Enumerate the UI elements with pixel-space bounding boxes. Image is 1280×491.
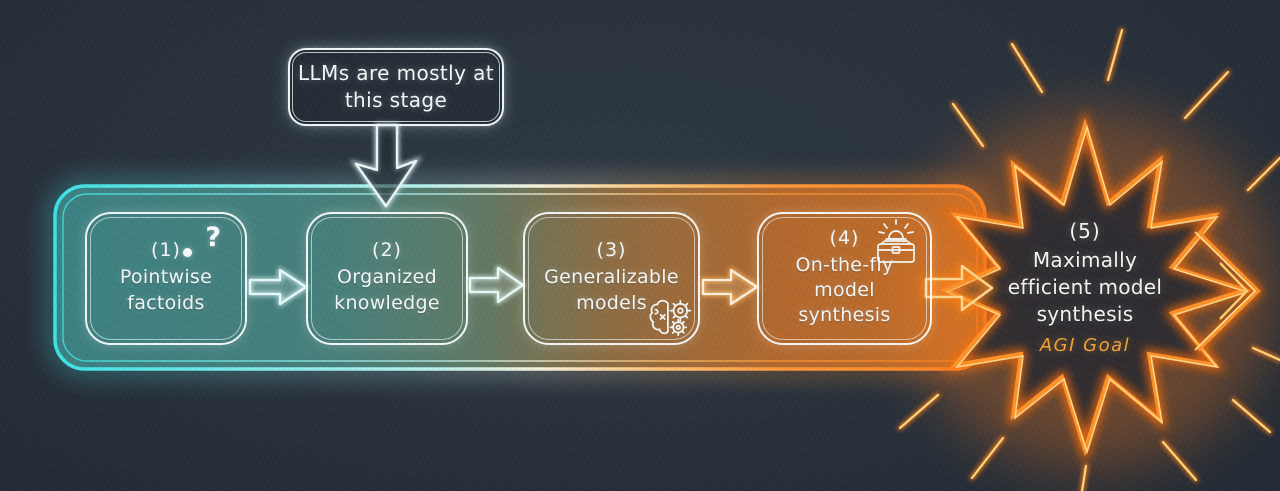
arrow-stage3-stage4: [700, 267, 760, 307]
stage-3-label: Generalizable models: [544, 266, 679, 314]
stage-box-4: (4) On-the-fly model synthesis: [757, 212, 932, 345]
callout-text: LLMs are mostly at this stage: [297, 61, 495, 112]
stage-1-label: Pointwise factoids: [119, 266, 213, 314]
callout-down-arrow: [349, 122, 423, 211]
arrow-stage1-stage2: [247, 267, 309, 307]
dot-question-icon: ?: [181, 222, 221, 266]
stage-5-content: (5) Maximally efficient model synthesis …: [975, 219, 1195, 356]
callout-llms-stage: LLMs are mostly at this stage: [288, 48, 504, 126]
stage-box-2: (2) Organized knowledge: [306, 212, 468, 345]
arrow-stage2-stage3: [467, 265, 526, 305]
starburst-chevron: [1194, 229, 1264, 353]
question-mark-icon: ?: [205, 222, 221, 253]
starburst-rays: [897, 27, 1280, 491]
brain-gears-icon: [649, 299, 692, 337]
stage-3-number: (3): [596, 239, 627, 262]
agi-goal-label: AGI Goal: [1039, 335, 1131, 356]
stage-1-number: (1): [151, 239, 181, 262]
stage-2-label: Organized knowledge: [334, 266, 440, 314]
stage-box-1: ? (1) Pointwise factoids: [85, 212, 247, 345]
stage-5-number: (5): [1069, 219, 1101, 243]
starburst: [897, 27, 1280, 491]
stage-box-3: (3) Generalizable models: [523, 212, 700, 345]
stage-connectors: [247, 262, 996, 314]
arrow-stage4-stage5: [922, 262, 996, 314]
stage-2-number: (2): [372, 239, 402, 262]
toolbox-siren-icon: [877, 219, 915, 263]
stage-5-label: Maximally efficient model synthesis: [1007, 248, 1163, 326]
stage-4-label: On-the-fly model synthesis: [795, 253, 894, 327]
stage-4-number: (4): [829, 226, 860, 249]
dot-icon: [183, 248, 192, 257]
